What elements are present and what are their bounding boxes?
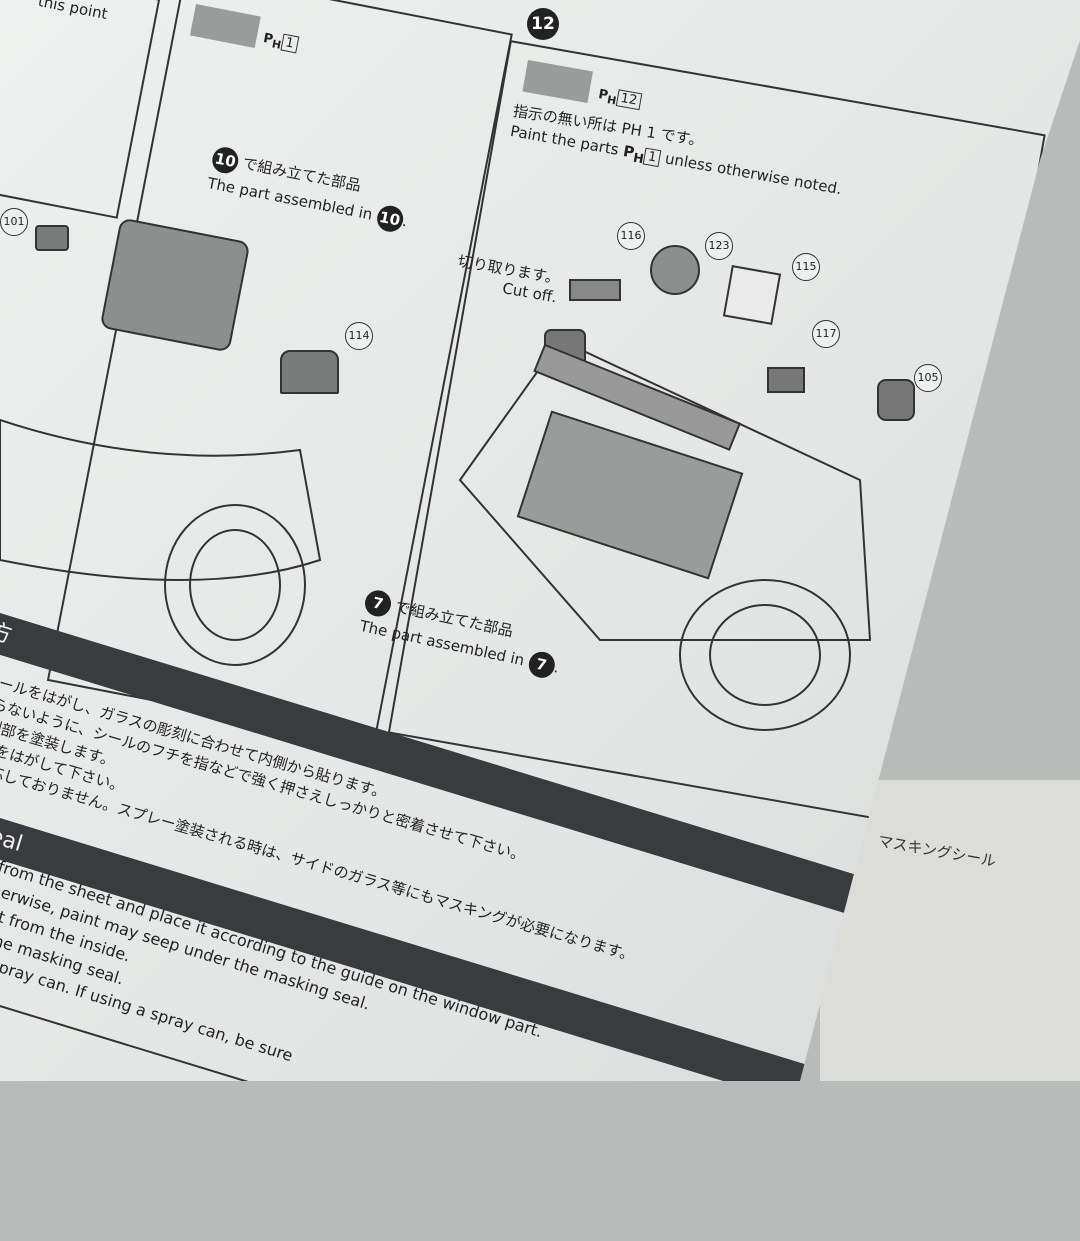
step-number: 12: [527, 8, 559, 40]
part-number: 115: [792, 253, 820, 281]
engine-diagrams: [0, 219, 915, 731]
part-number: 123: [705, 232, 733, 260]
part-number: 116: [617, 222, 645, 250]
part-number: 105: [914, 364, 942, 392]
part-number: 117: [812, 320, 840, 348]
part-number: 114: [345, 322, 373, 350]
part-101: [35, 225, 69, 251]
part-number: 101: [0, 208, 28, 236]
part-114: [280, 350, 339, 394]
